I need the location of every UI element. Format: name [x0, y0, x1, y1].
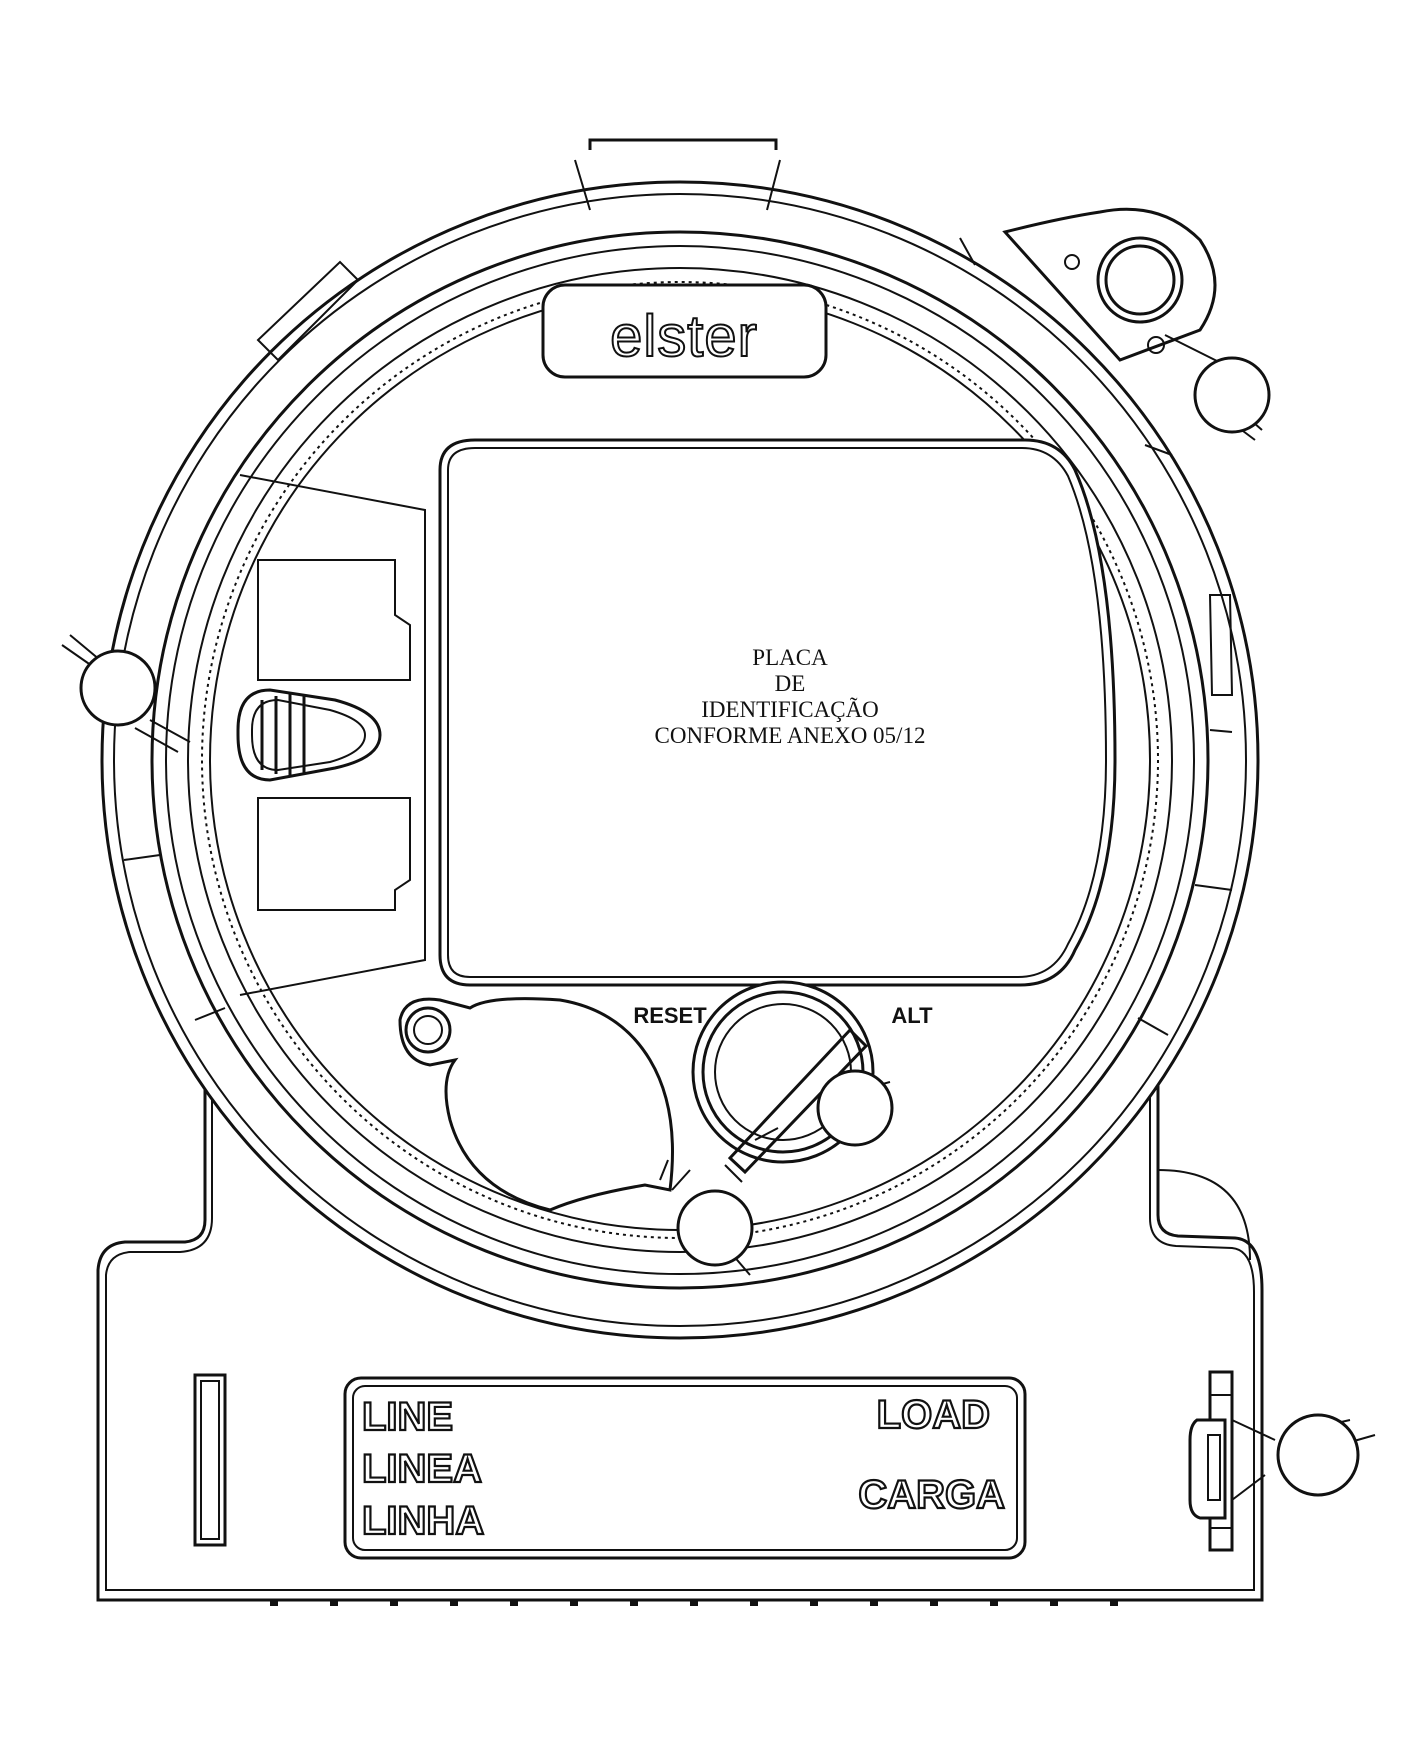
- nameplate-line-3: IDENTIFICAÇÃO: [701, 697, 879, 722]
- svg-text:IDENTIFICAÇÃO: IDENTIFICAÇÃO: [701, 697, 879, 722]
- logo-plate: [541, 283, 828, 379]
- load-label-2: CARGA: [858, 1473, 1005, 1517]
- nameplate-line-4: CONFORME ANEXO 05/12: [655, 723, 926, 748]
- line-label-2: LINEA: [362, 1447, 482, 1491]
- inner-glass-ring: [187, 267, 1173, 1253]
- base-teeth: [270, 1600, 1118, 1606]
- seal-alt: [754, 1069, 894, 1147]
- nameplate-line-1: PLACA: [752, 645, 828, 670]
- left-port-lower: [257, 797, 411, 911]
- brand-logo: elster: [610, 304, 758, 369]
- svg-text:PLACA: PLACA: [752, 645, 828, 670]
- right-latch: [1188, 1370, 1376, 1552]
- svg-text:DE: DE: [775, 671, 806, 696]
- alt-label: ALT: [891, 1003, 933, 1028]
- probe-button: [236, 688, 382, 782]
- line-label-1: LINE: [362, 1395, 453, 1439]
- nameplate-window: [438, 438, 1117, 987]
- left-slot: [193, 1373, 227, 1547]
- reset-flap: [398, 997, 674, 1212]
- svg-text:CONFORME ANEXO 05/12: CONFORME ANEXO 05/12: [655, 723, 926, 748]
- left-side-module: [239, 474, 426, 996]
- seal-top-right: [1164, 334, 1271, 441]
- top-tab: [588, 138, 778, 150]
- reset-label: RESET: [633, 1003, 707, 1028]
- line-label-3: LINHA: [362, 1499, 484, 1543]
- nameplate-line-2: DE: [775, 671, 806, 696]
- seal-left: [61, 634, 191, 753]
- seal-reset: [659, 1159, 754, 1276]
- terminal-label-panel: [343, 1376, 1027, 1560]
- ring-notches: [123, 237, 1234, 1036]
- left-port-upper: [257, 559, 411, 681]
- load-label-1: LOAD: [877, 1393, 990, 1437]
